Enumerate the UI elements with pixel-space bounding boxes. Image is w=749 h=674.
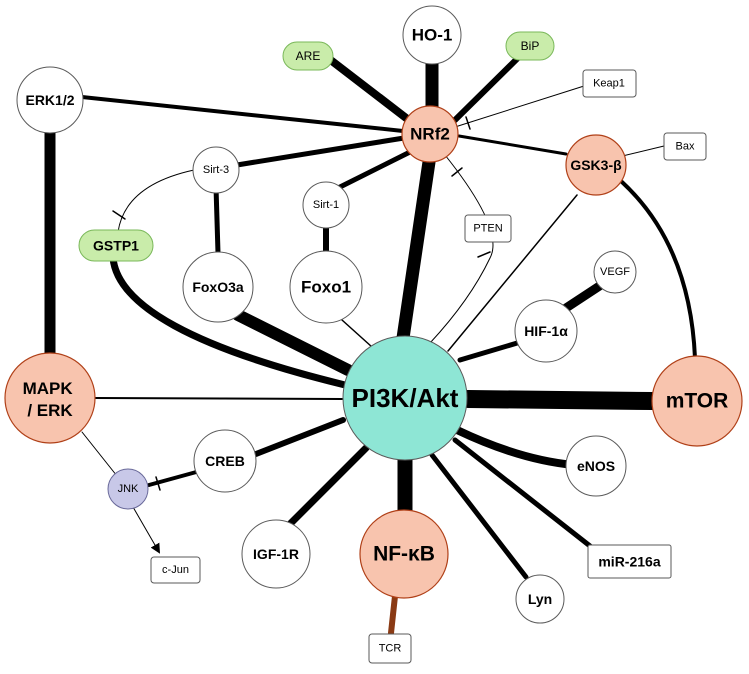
label-gstp1: GSTP1 (93, 238, 139, 254)
node-creb[interactable]: CREB (193, 429, 257, 493)
node-keap1[interactable]: Keap1 (582, 69, 637, 98)
edge-nrf2-erk12 (80, 95, 405, 133)
inhibit-sirt3-gstp1 (112, 210, 126, 220)
edge-nrf2-are (324, 54, 414, 125)
edge-nrf2-pten-pi3k (429, 154, 494, 344)
edge-sirt3-foxo3a (213, 184, 221, 256)
node-hif1a[interactable]: HIF-1α (514, 299, 578, 363)
edge-pi3k-igf1r (286, 444, 370, 528)
edge-gsk3b-mtor (620, 180, 697, 360)
node-foxo1[interactable]: Foxo1 (289, 250, 363, 324)
node-sirt1[interactable]: Sirt-1 (302, 181, 350, 229)
node-jnk[interactable]: JNK (107, 468, 149, 510)
edge-nrf2-bip (452, 45, 531, 123)
label-are: ARE (296, 49, 321, 63)
node-nfkb[interactable]: NF-κB (359, 509, 449, 599)
arrow-jnk-cjun (132, 506, 161, 554)
label-sirt1: Sirt-1 (313, 199, 339, 211)
label-vegf: VEGF (600, 266, 630, 278)
node-igf1r[interactable]: IGF-1R (241, 519, 311, 589)
edge-pi3k-hif1a (457, 338, 527, 363)
edge-mapk-jnk (81, 431, 118, 477)
node-bax[interactable]: Bax (663, 132, 707, 161)
inhibit-keap1-nrf2 (465, 116, 471, 130)
label-jnk: JNK (118, 483, 139, 495)
label-pi3k-akt: PI3K/Akt (352, 383, 459, 413)
label-gsk3b: GSK3-β (570, 157, 622, 173)
node-vegf[interactable]: VEGF (593, 250, 637, 294)
edge-nfkb-tcr (388, 593, 398, 636)
node-tcr[interactable]: TCR (368, 633, 412, 664)
label-foxo3a: FoxO3a (192, 279, 244, 295)
node-lyn[interactable]: Lyn (515, 574, 565, 624)
edge-pi3k-lyn (429, 452, 529, 580)
label-bip: BiP (521, 39, 540, 53)
inhibit-pten-pi3k (477, 251, 491, 258)
label-lyn: Lyn (528, 591, 552, 607)
label-mapk-line2: / ERK (27, 401, 73, 420)
label-sirt3: Sirt-3 (203, 164, 229, 176)
label-enos: eNOS (577, 458, 615, 474)
inhibit-nrf2-pten (451, 167, 463, 177)
label-mtor: mTOR (666, 390, 729, 413)
label-erk12: ERK1/2 (25, 92, 74, 108)
node-gstp1[interactable]: GSTP1 (78, 229, 154, 262)
node-are[interactable]: ARE (282, 41, 334, 71)
node-pten[interactable]: PTEN (464, 214, 512, 243)
node-nrf2[interactable]: NRf2 (401, 105, 459, 163)
node-ho1[interactable]: HO-1 (402, 5, 462, 65)
label-mir216a: miR-216a (598, 554, 660, 570)
nodes: PI3K/Akt NRf2 mTOR NF-κB MAPK / ERK (4, 5, 743, 664)
label-hif1a: HIF-1α (524, 323, 568, 339)
node-cjun[interactable]: c-Jun (150, 556, 201, 584)
edge-gsk3b-pi3k (447, 194, 578, 352)
label-keap1: Keap1 (593, 78, 625, 90)
edge-pi3k-mtor (459, 390, 661, 410)
label-ho1: HO-1 (412, 26, 453, 45)
label-nrf2: NRf2 (410, 125, 450, 144)
node-sirt3[interactable]: Sirt-3 (192, 146, 240, 194)
edge-sirt3-gstp1 (117, 169, 195, 233)
label-pten: PTEN (473, 223, 502, 235)
label-mapk-erk: MAPK / ERK (23, 379, 78, 420)
node-bip[interactable]: BiP (505, 31, 555, 61)
edges (44, 45, 697, 636)
label-igf1r: IGF-1R (253, 546, 299, 562)
edge-mapk-pi3k (94, 397, 343, 400)
edge-pi3k-enos (453, 426, 578, 469)
node-mir216a[interactable]: miR-216a (587, 544, 672, 579)
node-enos[interactable]: eNOS (565, 435, 627, 497)
node-mtor[interactable]: mTOR (651, 355, 743, 447)
node-gsk3b[interactable]: GSK3-β (565, 134, 627, 196)
node-erk12[interactable]: ERK1/2 (16, 66, 84, 134)
edge-pi3k-mir216a (452, 437, 593, 549)
label-mapk-line1: MAPK (23, 379, 74, 398)
label-creb: CREB (205, 453, 245, 469)
edge-nrf2-sirt1 (337, 147, 417, 190)
edge-nrf2-keap1 (454, 85, 585, 128)
edge-foxo1-pi3k (341, 319, 373, 348)
label-tcr: TCR (379, 643, 402, 655)
edge-gstp1-pi3k (109, 254, 349, 389)
node-mapk-erk[interactable]: MAPK / ERK (4, 352, 96, 444)
edge-foxo3a-pi3k (232, 309, 354, 376)
label-bax: Bax (676, 141, 695, 153)
edge-pi3k-creb (253, 417, 346, 457)
edge-nrf2-gsk3b (457, 134, 568, 156)
edge-nrf2-pi3k (396, 155, 436, 345)
node-pi3k-akt[interactable]: PI3K/Akt (342, 335, 468, 461)
edge-hif1a-vegf (561, 280, 606, 313)
label-cjun: c-Jun (162, 564, 189, 576)
label-nfkb: NF-κB (373, 543, 435, 566)
inhibit-creb-jnk (155, 476, 161, 491)
label-foxo1: Foxo1 (301, 278, 351, 297)
node-foxo3a[interactable]: FoxO3a (182, 251, 254, 323)
edge-nrf2-sirt3 (234, 135, 407, 168)
